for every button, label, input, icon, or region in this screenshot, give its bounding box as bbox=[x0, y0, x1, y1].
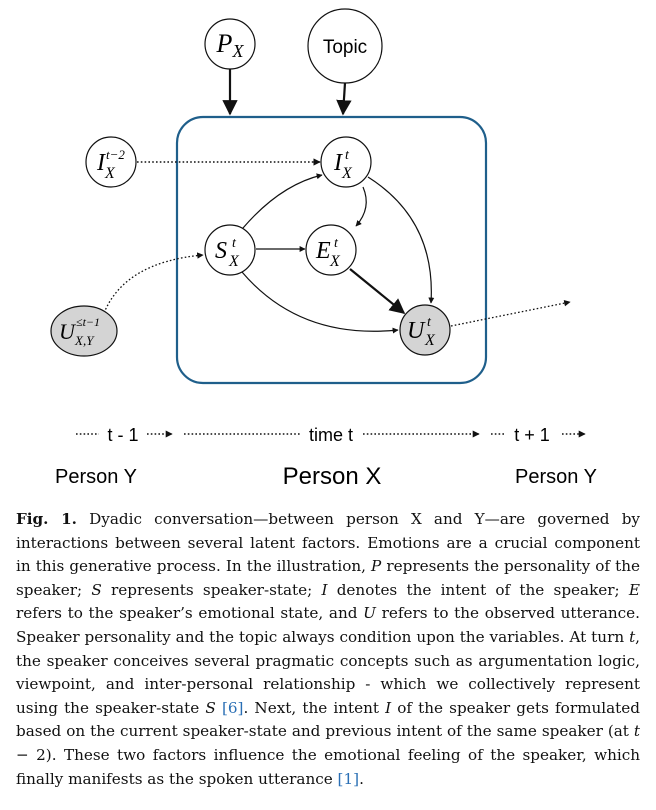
timeline-t-minus-1: t - 1 bbox=[107, 425, 138, 445]
node-u-prev-ellipse bbox=[50, 305, 118, 357]
person-left-label: Person Y bbox=[55, 466, 137, 488]
edge-uprev-to-s bbox=[103, 252, 204, 314]
node-p-sub: X bbox=[231, 41, 244, 61]
svg-text:PX: PX bbox=[216, 29, 245, 61]
node-i-sub: X bbox=[341, 165, 353, 182]
person-right-label: Person Y bbox=[515, 466, 597, 488]
node-u-sub: X bbox=[424, 332, 436, 349]
edge-s-to-u bbox=[241, 271, 399, 334]
node-s-sub: X bbox=[228, 253, 240, 270]
node-p-main: P bbox=[216, 29, 233, 58]
node-e-sup: t bbox=[334, 236, 339, 251]
caption-text: represents speaker-state; bbox=[101, 580, 322, 599]
node-i-sup: t bbox=[345, 148, 350, 163]
edges bbox=[103, 69, 571, 334]
node-i-prev-main: I bbox=[96, 150, 106, 176]
node-topic-circle bbox=[307, 8, 383, 84]
node-p-circle bbox=[204, 18, 256, 70]
node-u-prev: U ≤t−1 X,Y bbox=[50, 305, 118, 357]
caption-text: , the speaker conceives several pragmati… bbox=[16, 627, 640, 717]
edge-e-to-u bbox=[349, 268, 406, 314]
caption-var: E bbox=[628, 580, 640, 599]
node-s-circle bbox=[204, 224, 256, 276]
timeline: t - 1 time t t + 1 bbox=[76, 425, 586, 445]
caption-text: denotes the intent of the speaker; bbox=[327, 580, 629, 599]
node-s: S t X bbox=[204, 224, 256, 276]
edge-s-to-i bbox=[242, 173, 323, 229]
node-i-main: I bbox=[333, 150, 343, 176]
edge-u-to-next bbox=[450, 299, 571, 327]
caption-text: represents the personality of the speake… bbox=[16, 557, 640, 599]
citation-link-1[interactable]: [1] bbox=[337, 769, 360, 788]
figure-caption: Fig. 1. Dyadic conversation—between pers… bbox=[16, 508, 640, 791]
edge-i-to-u bbox=[367, 176, 435, 304]
node-e-circle bbox=[305, 224, 357, 276]
caption-var: I bbox=[321, 580, 328, 599]
caption-label: Fig. 1. bbox=[16, 510, 77, 528]
node-i-prev-circle bbox=[85, 136, 137, 188]
caption-text: of the speaker gets formulated based on … bbox=[16, 698, 640, 741]
edge-i-to-e bbox=[355, 186, 367, 227]
node-e-main: E bbox=[315, 238, 331, 264]
node-i-circle bbox=[320, 136, 372, 188]
node-u-circle bbox=[399, 304, 451, 356]
timeline-t-plus-1: t + 1 bbox=[514, 425, 550, 445]
timeline-t: time t bbox=[309, 425, 353, 445]
edge-topic-to-plate bbox=[336, 82, 352, 116]
caption-text: refers to the observed utterance. Speake… bbox=[16, 604, 640, 646]
node-p: PX bbox=[204, 18, 256, 70]
node-e: E t X bbox=[305, 224, 357, 276]
node-i-prev-sub: X bbox=[104, 165, 116, 182]
caption-var: P bbox=[371, 557, 382, 576]
node-u-main: U bbox=[407, 318, 426, 344]
caption-var: I bbox=[385, 698, 392, 717]
caption-var: S bbox=[91, 580, 102, 599]
caption-var: t bbox=[629, 627, 636, 646]
node-s-sup: t bbox=[232, 236, 237, 251]
node-i: I t X bbox=[320, 136, 372, 188]
caption-var: U bbox=[363, 604, 376, 623]
person-x-plate bbox=[175, 115, 488, 385]
node-u-sup: t bbox=[427, 315, 432, 330]
caption-var: S bbox=[205, 698, 216, 717]
dyadic-conversation-diagram: PX Topic I t−2 X I t X S t X E t X U ≤t−… bbox=[50, 8, 597, 490]
node-u-prev-sub: X,Y bbox=[74, 333, 95, 348]
node-topic: Topic bbox=[307, 8, 383, 84]
caption-text: . Next, the intent bbox=[243, 698, 386, 717]
caption-text: refers to the speaker’s emotional state,… bbox=[16, 604, 364, 623]
caption-var: t bbox=[633, 722, 640, 741]
node-i-prev: I t−2 X bbox=[85, 136, 137, 188]
caption-text: . bbox=[359, 769, 364, 788]
node-u: U t X bbox=[399, 304, 451, 356]
caption-text: Dyadic conversation—between person X and… bbox=[16, 510, 640, 576]
node-e-sub: X bbox=[329, 253, 341, 270]
node-topic-label: Topic bbox=[323, 37, 367, 58]
node-u-prev-main: U bbox=[59, 319, 77, 344]
person-center-label: Person X bbox=[283, 463, 382, 490]
node-i-prev-sup: t−2 bbox=[106, 147, 125, 162]
node-s-main: S bbox=[215, 238, 227, 264]
citation-link-6[interactable]: [6] bbox=[221, 698, 244, 717]
caption-text: − 2). These two factors influence the em… bbox=[16, 745, 640, 788]
node-u-prev-sup: ≤t−1 bbox=[76, 315, 100, 329]
